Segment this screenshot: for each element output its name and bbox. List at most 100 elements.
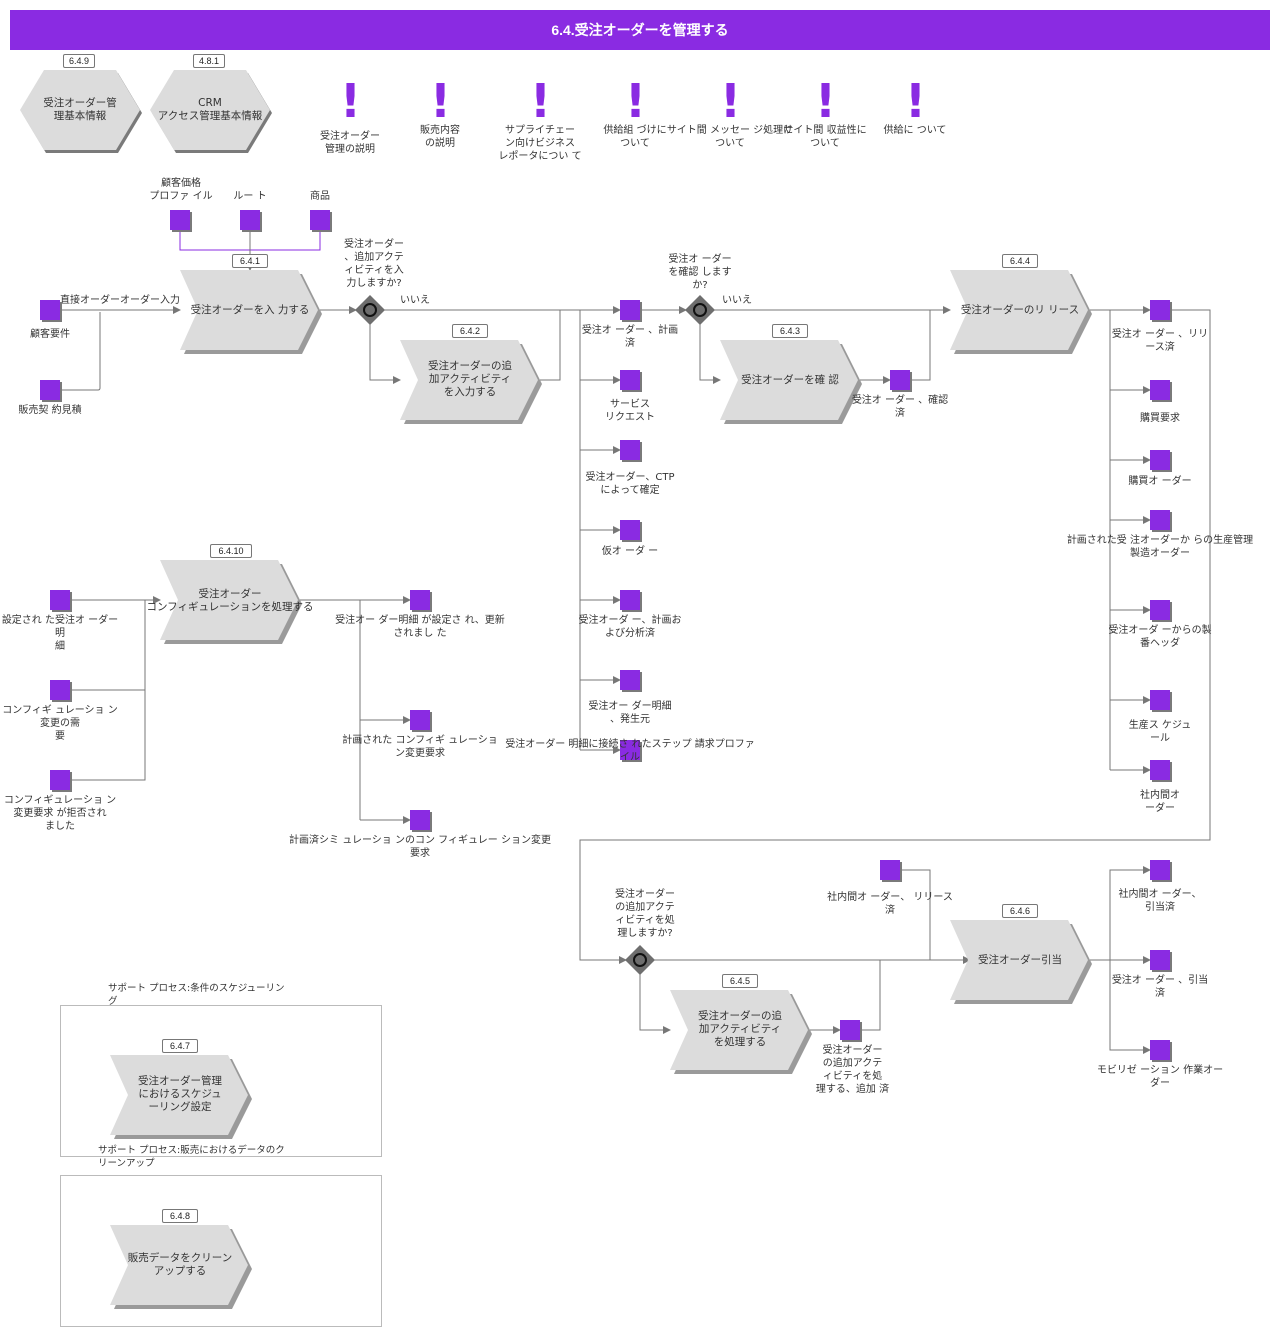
hexagon-label[interactable]: 受注オーダー管 理基本情報 [43, 97, 117, 122]
object-label: 計画された コンフィギ ュレーショ ン変更要求 [342, 735, 498, 759]
connector-line [900, 869, 931, 960]
gateway-shape [625, 945, 655, 975]
hexagon-label[interactable]: CRM アクセス管理基本情報 [157, 97, 263, 122]
chevron-shape [720, 340, 862, 424]
data-object-square[interactable] [240, 210, 260, 230]
object-label: モビリゼ ーション 作業オー ダー [1096, 1065, 1224, 1089]
data-object-square[interactable] [310, 210, 330, 230]
note-label[interactable]: 供給に ついて [883, 125, 947, 136]
object-label: 受注オ ーダー 、計画 済 [581, 325, 679, 349]
object-label: 販売契 約見積 [18, 405, 82, 416]
data-object-square[interactable] [620, 670, 640, 690]
data-object-square[interactable] [620, 740, 640, 760]
function-label[interactable]: 受注オーダーのリ リース [960, 304, 1080, 316]
note-label[interactable]: 供給組 づけに ついて [603, 125, 667, 149]
data-object-square[interactable] [620, 520, 640, 540]
function-label[interactable]: 受注オーダー引当 [978, 954, 1062, 966]
data-object-square[interactable] [620, 590, 640, 610]
chevron-shape [160, 560, 302, 644]
process-number: 6.4.10 [210, 544, 252, 558]
connector-line [579, 309, 1211, 964]
gateway-label: 受注オーダー 、追加アクテ ィビティを入 力しますか? [344, 239, 404, 289]
object-label: 社内間オ ーダー [1140, 790, 1180, 814]
data-object-square[interactable] [50, 590, 70, 610]
data-object-square[interactable] [1150, 860, 1170, 880]
function-label[interactable]: 販売データをクリーン アップする [127, 1252, 233, 1277]
function-label[interactable]: 受注オーダーの追 加アクティビティ を入力する [428, 360, 512, 398]
data-object-square[interactable] [1150, 300, 1170, 320]
object-label: ルー ト [233, 191, 267, 202]
data-object-square[interactable] [50, 770, 70, 790]
connector-line [860, 960, 881, 1031]
function-label[interactable]: 受注オーダー管理 におけるスケジュ ーリング設定 [138, 1075, 222, 1113]
edge-label: いいえ [722, 295, 752, 306]
function-label[interactable]: 受注オーダーを入 力する [190, 304, 310, 316]
data-object-square[interactable] [1150, 380, 1170, 400]
data-object-square[interactable] [1150, 690, 1170, 710]
chevron-shape [400, 340, 542, 424]
object-label: 計画された受 注オーダーか らの生産管理 製造オーダー [1066, 535, 1254, 559]
connector-line [1109, 960, 1151, 1054]
process-number: 6.4.8 [162, 1209, 198, 1223]
object-label: 顧客要件 [30, 329, 70, 340]
edge-label: いいえ [400, 295, 430, 306]
object-label: 社内間オ ーダー、 リリース 済 [827, 892, 953, 916]
object-label: 受注オ ーダー 、引当 済 [1111, 975, 1209, 999]
chevron-shape [670, 990, 812, 1074]
note-label[interactable]: サイト間 メッセー ジ処理に ついて [666, 125, 794, 149]
data-object-square[interactable] [50, 680, 70, 700]
object-label: 仮オ ーダ ー [601, 546, 659, 557]
chevron-shape [110, 1055, 252, 1139]
connector-line [70, 690, 146, 781]
data-object-square[interactable] [410, 810, 430, 830]
note-icon: ! [625, 74, 646, 128]
data-object-square[interactable] [620, 440, 640, 460]
object-label: 購買オ ーダー [1128, 476, 1192, 487]
note-icon: ! [430, 74, 451, 128]
object-label: 受注オーダ ー、計画お よび分析済 [578, 615, 682, 639]
data-object-square[interactable] [1150, 950, 1170, 970]
object-label: 受注オーダ ーからの製 番ヘッダ [1108, 625, 1212, 649]
connector-line [60, 312, 101, 391]
object-label: 計画済シミ ュレーショ ンのコン フィギュレー ション変更 要求 [289, 835, 551, 859]
note-icon: ! [815, 74, 836, 128]
object-label: コンフィギ ュレーショ ン変更の需 要 [2, 705, 118, 742]
data-object-square[interactable] [840, 1020, 860, 1040]
data-object-square[interactable] [40, 300, 60, 320]
data-object-square[interactable] [620, 300, 640, 320]
process-number: 6.4.9 [63, 54, 95, 68]
data-object-square[interactable] [1150, 600, 1170, 620]
object-label: 受注オー ダー明細 が設定さ れ、更新 されまし た [335, 615, 505, 639]
data-object-square[interactable] [170, 210, 190, 230]
object-label: 受注オーダー の追加アクテ ィビティを処 理する、追加 済 [815, 1045, 890, 1095]
object-label: 受注オーダー、CTP によって確定 [585, 472, 675, 496]
function-label[interactable]: 受注オーダー コンフィギュレーションを処理する [146, 588, 314, 613]
data-object-square[interactable] [1150, 450, 1170, 470]
data-object-square[interactable] [40, 380, 60, 400]
note-icon: ! [340, 74, 361, 128]
data-object-square[interactable] [890, 370, 910, 390]
connector-line [699, 324, 721, 384]
note-icon: ! [720, 74, 741, 128]
note-label[interactable]: 受注オーダー 管理の説明 [320, 131, 380, 155]
data-object-square[interactable] [1150, 1040, 1170, 1060]
note-label[interactable]: サイト間 収益性に ついて [783, 125, 867, 149]
note-label[interactable]: 販売内容 の説明 [420, 125, 460, 149]
function-label[interactable]: 受注オーダーの追 加アクティビティ を処理する [698, 1010, 782, 1048]
data-object-square[interactable] [1150, 760, 1170, 780]
data-object-square[interactable] [410, 590, 430, 610]
gateway-shape [355, 295, 385, 325]
object-label: 商品 [310, 191, 330, 202]
data-object-square[interactable] [620, 370, 640, 390]
data-object-square[interactable] [410, 710, 430, 730]
gateway-label: 受注オ ーダー を確認 します か? [668, 254, 732, 291]
note-icon: ! [530, 74, 551, 128]
object-label: コンフィギュレーショ ン変更要求 が拒否され ました [3, 795, 117, 832]
process-number: 6.4.7 [162, 1039, 198, 1053]
data-object-square[interactable] [880, 860, 900, 880]
function-label[interactable]: 受注オーダーを確 認 [741, 374, 839, 386]
process-number: 4.8.1 [193, 54, 225, 68]
note-label[interactable]: サプライチェー ン向けビジネス レポータについ て [498, 125, 582, 162]
data-object-square[interactable] [1150, 510, 1170, 530]
